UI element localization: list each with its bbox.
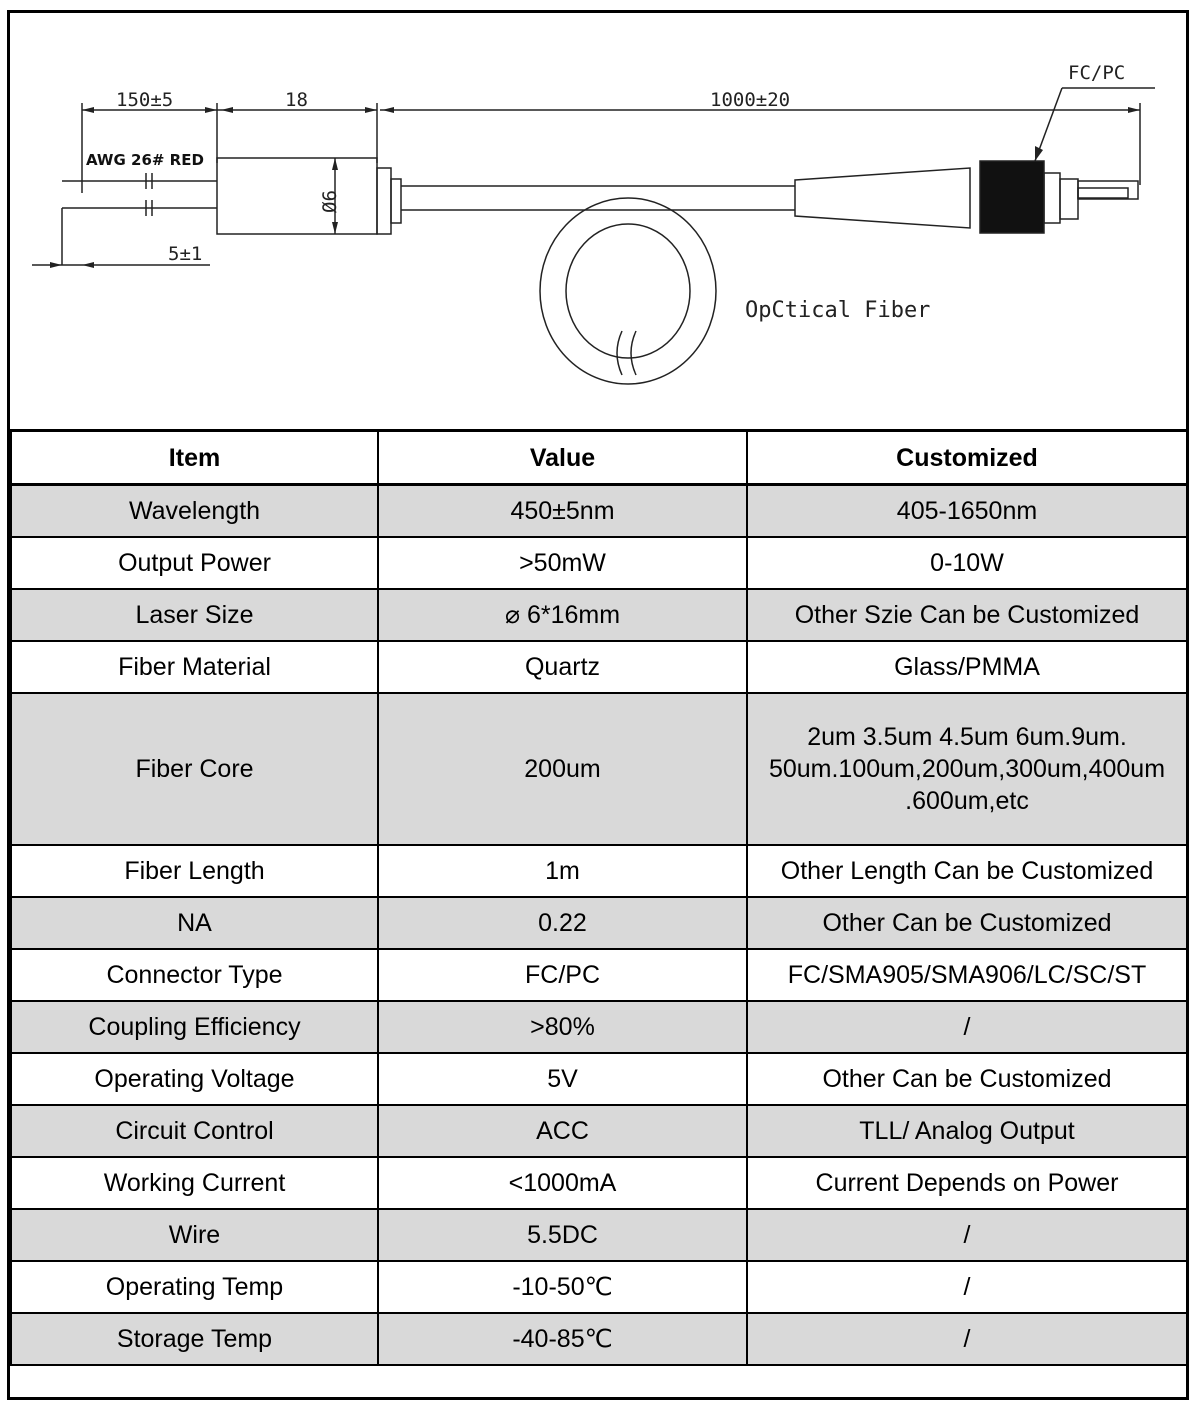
table-row: Operating Temp-10-50℃/	[10, 1260, 1188, 1314]
dim-body-length: 18	[285, 89, 308, 111]
cell-value: >80%	[377, 1000, 748, 1054]
cell-item: Output Power	[10, 536, 379, 590]
cell-customized: FC/SMA905/SMA906/LC/SC/ST	[746, 948, 1188, 1002]
connector-label: FC/PC	[1068, 62, 1125, 84]
dim-fiber-length: 1000±20	[710, 89, 790, 111]
cell-customized: /	[746, 1000, 1188, 1054]
cell-customized: Other Can be Customized	[746, 1052, 1188, 1106]
cell-item: Circuit Control	[10, 1104, 379, 1158]
cell-customized: 405-1650nm	[746, 483, 1188, 538]
cell-value: 5V	[377, 1052, 748, 1106]
cell-item: Laser Size	[10, 588, 379, 642]
cell-item: Wavelength	[10, 483, 379, 538]
laser-module-diagram: 150±5 18 1000±20 5±1 Ø6 AWG 26# RED FC/P…	[32, 62, 1155, 385]
cell-value: Quartz	[377, 640, 748, 694]
cell-item: Coupling Efficiency	[10, 1000, 379, 1054]
cell-customized: 2um 3.5um 4.5um 6um.9um. 50um.100um,200um…	[746, 692, 1188, 846]
cell-value: ACC	[377, 1104, 748, 1158]
cell-customized: Other Can be Customized	[746, 896, 1188, 950]
cell-value: <1000mA	[377, 1156, 748, 1210]
cell-item: Fiber Core	[10, 692, 379, 846]
cell-customized: Glass/PMMA	[746, 640, 1188, 694]
cell-item: Wire	[10, 1208, 379, 1262]
cell-value: >50mW	[377, 536, 748, 590]
connector-nut	[979, 160, 1045, 234]
cell-item: Connector Type	[10, 948, 379, 1002]
dim-diameter: Ø6	[319, 190, 341, 213]
cell-value: 5.5DC	[377, 1208, 748, 1262]
cell-item: Storage Temp	[10, 1312, 379, 1366]
laser-body	[216, 157, 378, 235]
cell-value: 0.22	[377, 896, 748, 950]
cell-customized: Other Length Can be Customized	[746, 844, 1188, 898]
header-value: Value	[377, 429, 748, 486]
cell-item: Fiber Material	[10, 640, 379, 694]
cell-customized: /	[746, 1312, 1188, 1366]
table-header-row: Item Value Customized	[10, 429, 1188, 486]
table-row: Storage Temp-40-85℃/	[10, 1312, 1188, 1366]
cell-value: FC/PC	[377, 948, 748, 1002]
cell-customized: Other Szie Can be Customized	[746, 588, 1188, 642]
cell-value: 1m	[377, 844, 748, 898]
fiber-coil-outer	[539, 197, 717, 385]
spec-sheet: 150±5 18 1000±20 5±1 Ø6 AWG 26# RED FC/P…	[7, 10, 1189, 1400]
cell-value: 450±5nm	[377, 483, 748, 538]
cell-customized: 0-10W	[746, 536, 1188, 590]
cell-value: -10-50℃	[377, 1260, 748, 1314]
cell-item: Operating Voltage	[10, 1052, 379, 1106]
dim-strip-length: 5±1	[168, 243, 202, 265]
cell-customized: /	[746, 1260, 1188, 1314]
cell-item: NA	[10, 896, 379, 950]
cell-item: Fiber Length	[10, 844, 379, 898]
dim-lead-length: 150±5	[116, 89, 173, 111]
cell-customized: Current Depends on Power	[746, 1156, 1188, 1210]
header-customized: Customized	[746, 429, 1188, 486]
cell-customized: /	[746, 1208, 1188, 1262]
cell-value: -40-85℃	[377, 1312, 748, 1366]
wire-label: AWG 26# RED	[86, 151, 204, 169]
cell-value: ⌀ 6*16mm	[377, 588, 748, 642]
cell-customized-line: 2um 3.5um 4.5um 6um.9um.	[807, 723, 1127, 751]
cell-customized: TLL/ Analog Output	[746, 1104, 1188, 1158]
cell-customized-line: 50um.100um,200um,300um,400um	[768, 755, 1166, 783]
cell-value: 200um	[377, 692, 748, 846]
header-item: Item	[10, 429, 379, 486]
cell-customized-line: .600um,etc	[905, 787, 1029, 815]
table-row: Coupling Efficiency>80%/	[10, 1000, 1188, 1054]
cell-item: Operating Temp	[10, 1260, 379, 1314]
technical-drawing: 150±5 18 1000±20 5±1 Ø6 AWG 26# RED FC/P…	[10, 13, 1186, 429]
fiber-label: OpCtical Fiber	[745, 298, 930, 323]
cell-item: Working Current	[10, 1156, 379, 1210]
